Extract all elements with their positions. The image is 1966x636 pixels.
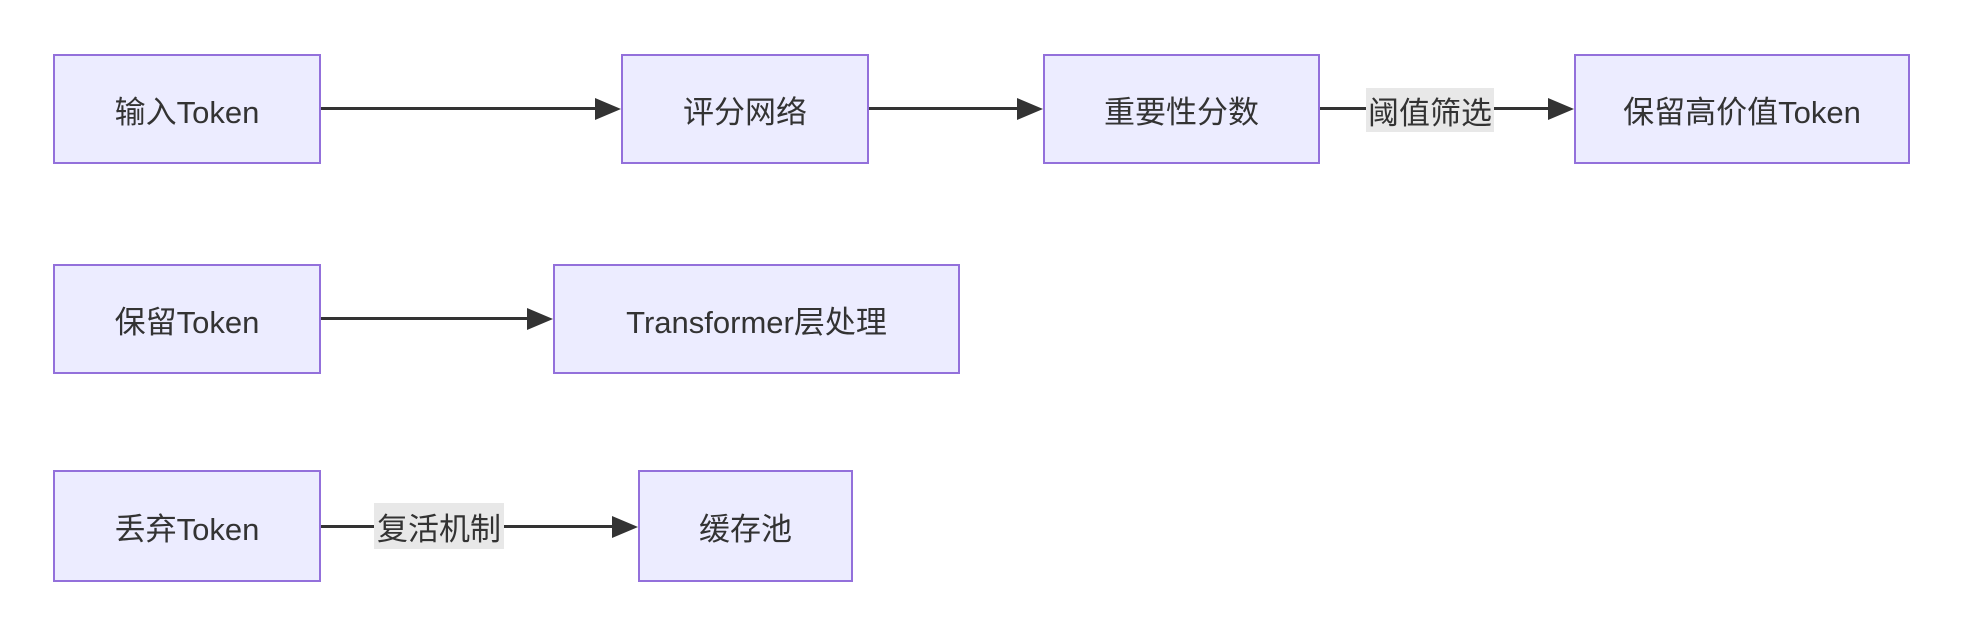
node-label: 缓存池 — [699, 511, 792, 547]
edge-retained-to-transformer — [321, 317, 529, 320]
node-label: 评分网络 — [683, 94, 807, 130]
arrowhead-icon — [527, 308, 553, 330]
node-label: 输入Token — [114, 94, 260, 130]
node-importance-score: 重要性分数 — [1043, 54, 1320, 164]
arrowhead-icon — [595, 98, 621, 120]
node-retained-token: 保留Token — [53, 264, 321, 374]
edge-label-threshold-filter: 阈值筛选 — [1366, 88, 1494, 132]
node-label: 保留Token — [114, 304, 260, 340]
node-label: Transformer层处理 — [626, 304, 887, 340]
edge-scoring-to-importance — [869, 107, 1019, 110]
edge-label-text: 阈值筛选 — [1368, 95, 1492, 131]
node-input-token: 输入Token — [53, 54, 321, 164]
edge-label-revival-mechanism: 复活机制 — [374, 503, 504, 549]
node-keep-high-value-token: 保留高价值Token — [1574, 54, 1910, 164]
node-transformer-layer: Transformer层处理 — [553, 264, 960, 374]
edge-label-text: 复活机制 — [377, 511, 501, 547]
node-cache-pool: 缓存池 — [638, 470, 853, 582]
node-discarded-token: 丢弃Token — [53, 470, 321, 582]
node-label: 丢弃Token — [114, 511, 260, 547]
edge-input-to-scoring — [321, 107, 597, 110]
node-label: 保留高价值Token — [1623, 94, 1861, 130]
node-label: 重要性分数 — [1104, 94, 1259, 130]
arrowhead-icon — [612, 516, 638, 538]
node-scoring-network: 评分网络 — [621, 54, 869, 164]
arrowhead-icon — [1017, 98, 1043, 120]
arrowhead-icon — [1548, 98, 1574, 120]
